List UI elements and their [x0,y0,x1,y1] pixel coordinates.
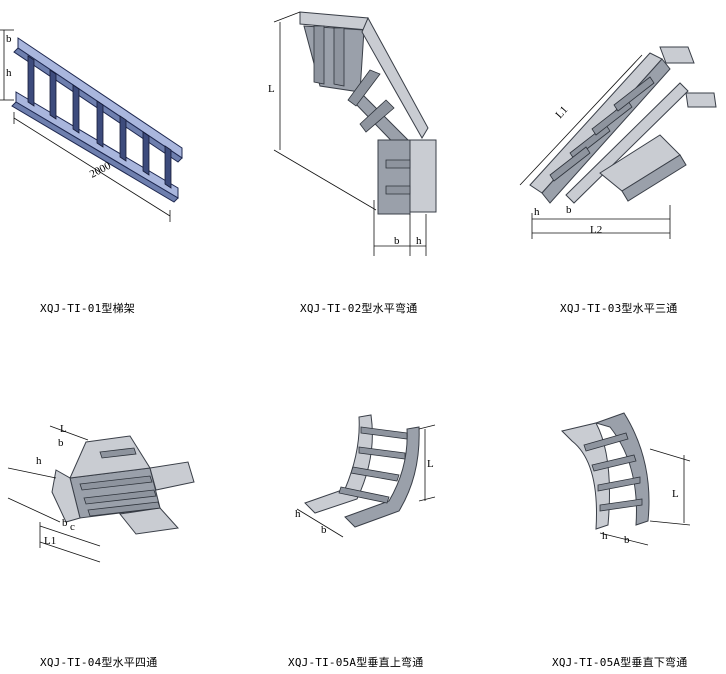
dim-L: L [60,423,67,435]
dim-b: b [6,33,12,45]
dim-L1: L1 [44,535,56,547]
dim-L: L [268,83,275,95]
figure-horizontal-cross: L b h b c L1 [0,418,200,578]
ladder-tray-drawing: b h 2000 [0,29,183,222]
dim-L1: L1 [553,104,570,121]
figure-ladder-tray: b h 2000 [0,20,200,240]
dim-h: h [534,206,540,218]
dim-b: b [394,235,400,247]
figure-vertical-down-elbow: L h b [550,405,726,555]
caption-item-6: XQJ-TI-05A型垂直下弯通 [552,656,688,669]
horizontal-cross-drawing: L b h b c L1 [7,423,195,563]
dim-b: b [624,534,630,546]
dim-h: h [6,67,12,79]
caption-item-2: XQJ-TI-02型水平弯通 [300,302,418,315]
dim-L: L [427,458,434,470]
dim-c: c [70,521,75,533]
figure-vertical-up-elbow: L h b [285,405,445,545]
caption-item-1: XQJ-TI-01型梯架 [40,302,136,315]
dim-h: h [602,530,608,542]
vertical-down-elbow-drawing: L h b [561,412,691,546]
dim-h: h [295,508,301,520]
figure-horizontal-tee: L1 b h L2 [510,35,726,250]
dim-L2: L2 [590,224,602,236]
horizontal-elbow-drawing: L b h [268,11,437,256]
dim-b-bottom: b [62,517,68,529]
dim-b-top: b [58,437,64,449]
figure-horizontal-elbow: L b h [260,0,450,260]
dim-b: b [321,524,327,536]
dim-b: b [566,204,572,216]
caption-item-4: XQJ-TI-04型水平四通 [40,656,158,669]
horizontal-tee-drawing: L1 b h L2 [519,46,717,239]
dim-h: h [416,235,422,247]
caption-item-3: XQJ-TI-03型水平三通 [560,302,678,315]
caption-item-5: XQJ-TI-05A型垂直上弯通 [288,656,424,669]
dim-h: h [36,455,42,467]
vertical-up-elbow-drawing: L h b [295,414,436,538]
dim-L: L [672,488,679,500]
